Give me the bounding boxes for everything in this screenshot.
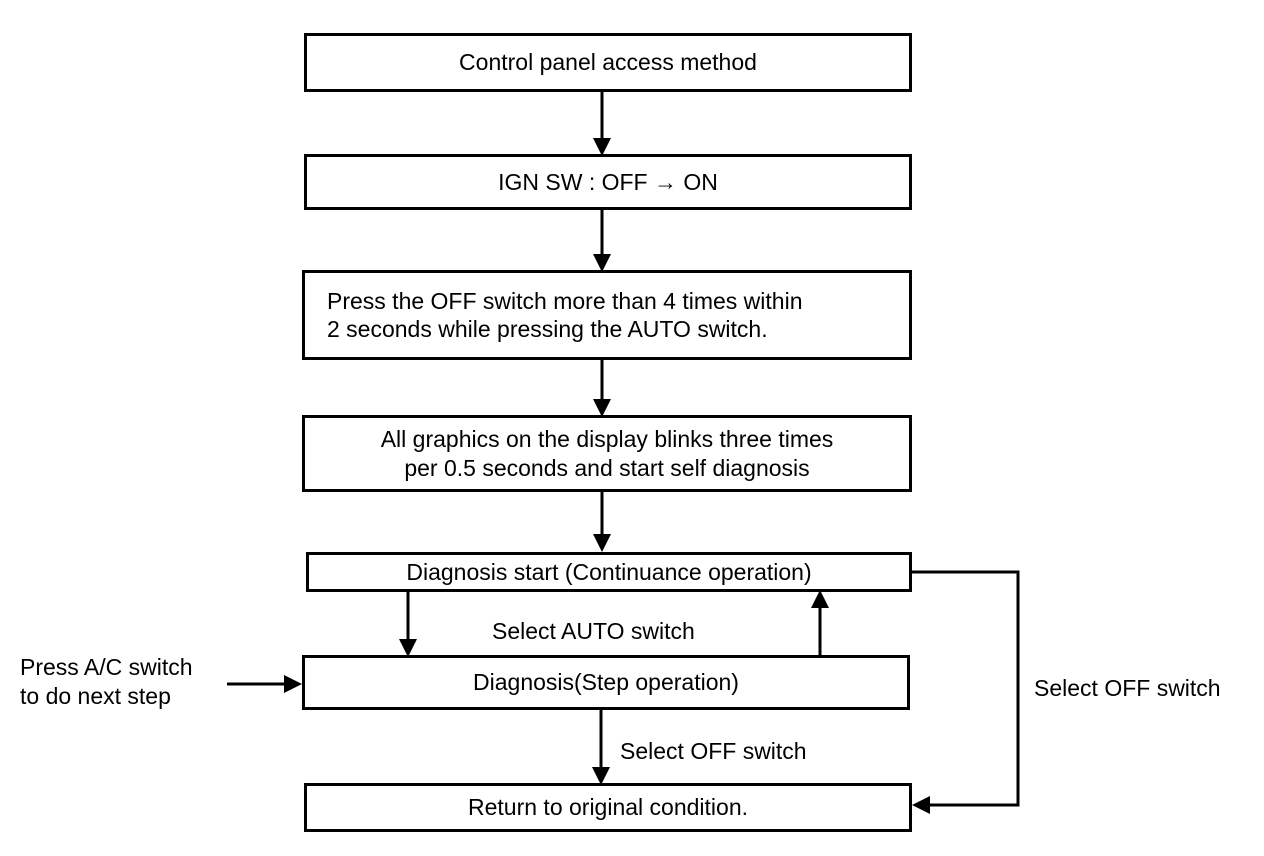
connector-n6-to-n7 — [592, 710, 610, 785]
connector-n2-to-n3 — [593, 210, 611, 272]
edge-label-select-off-switch-right: Select OFF switch — [1034, 675, 1221, 701]
connector-n5-to-n6 — [399, 592, 417, 657]
annotation-press-ac-switch: Press A/C switch to do next step — [20, 654, 193, 710]
node-control-panel-access-method[interactable]: Control panel access method — [304, 33, 912, 92]
connector-n1-to-n2 — [593, 92, 611, 156]
edge-label-select-off-switch-middle: Select OFF switch — [620, 738, 807, 764]
connector-n4-to-n5 — [593, 492, 611, 552]
edge-label-select-auto-switch: Select AUTO switch — [492, 618, 695, 644]
connector-n5-to-n7-right-loop — [912, 570, 1020, 814]
node-graphics-blink-self-diagnosis[interactable]: All graphics on the display blinks three… — [302, 415, 912, 492]
node-press-off-switch-instruction[interactable]: Press the OFF switch more than 4 times w… — [302, 270, 912, 360]
node-ign-sw-off-to-on[interactable]: IGN SW : OFF → ON — [304, 154, 912, 210]
node-diagnosis-start-continuance-operation[interactable]: Diagnosis start (Continuance operation) — [306, 552, 912, 592]
node-return-to-original-condition[interactable]: Return to original condition. — [304, 783, 912, 832]
connector-n6-to-n5 — [811, 590, 829, 655]
connector-n3-to-n4 — [593, 360, 611, 417]
connector-external-to-n6 — [227, 675, 302, 693]
node-diagnosis-step-operation[interactable]: Diagnosis(Step operation) — [302, 655, 910, 710]
